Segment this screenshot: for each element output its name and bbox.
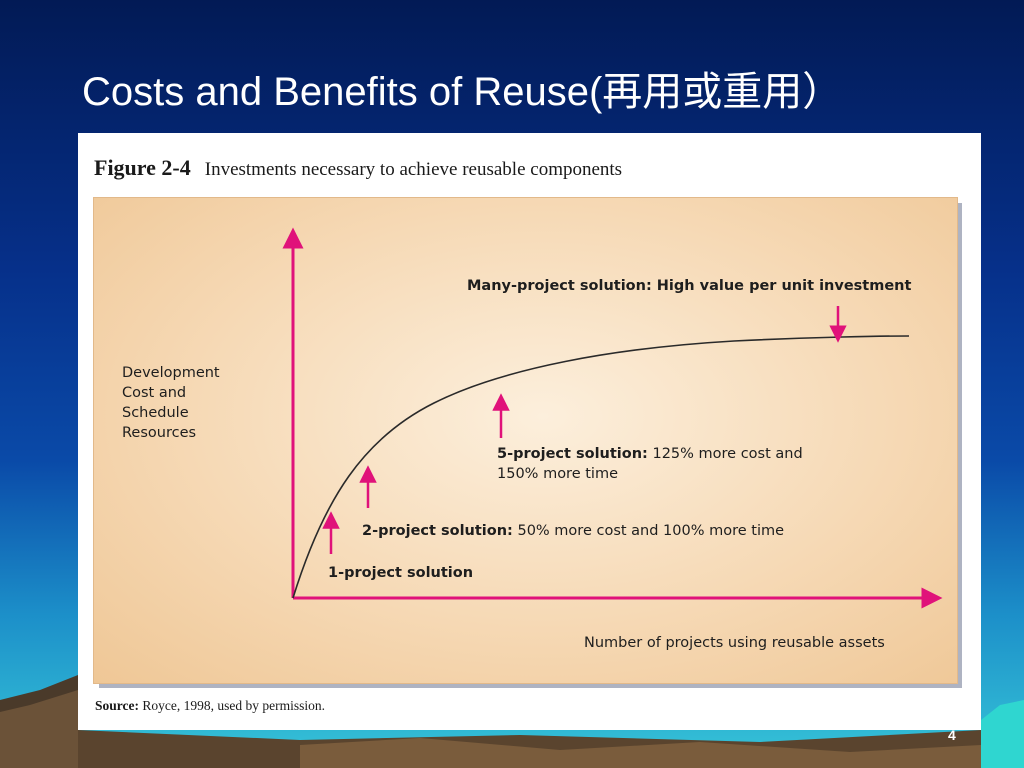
cost-curve [292, 335, 910, 599]
one-project-label: 1-project solution [328, 563, 473, 583]
five-project-label: 5-project solution: 125% more cost and 1… [497, 444, 803, 484]
five-project-detail-2: 150% more time [497, 466, 618, 482]
five-project-detail-1: 125% more cost and [652, 446, 803, 462]
two-project-name: 2-project solution: [362, 523, 513, 539]
many-project-label: Many-project solution: High value per un… [467, 276, 911, 296]
x-axis-label: Number of projects using reusable assets [584, 635, 885, 651]
y-axis-label-line: Resources [122, 425, 197, 441]
two-project-label: 2-project solution: 50% more cost and 10… [362, 521, 784, 541]
source-citation: Source: Royce, 1998, used by permission. [95, 698, 325, 714]
two-project-detail: 50% more cost and 100% more time [517, 523, 785, 539]
figure-description: Investments necessary to achieve reusabl… [204, 159, 623, 180]
y-axis-label: Development Cost and Schedule Resources [122, 363, 252, 443]
many-project-text: Many-project solution: High value per un… [467, 278, 912, 294]
slide-title: Costs and Benefits of Reuse(再用或重用） [82, 70, 843, 114]
source-text: Royce, 1998, used by permission. [142, 698, 325, 713]
y-axis-label-line: Cost and [122, 385, 187, 401]
figure-caption: Figure 2-4 Investments necessary to achi… [94, 155, 622, 181]
y-axis-label-line: Development [122, 365, 220, 381]
one-project-text: 1-project solution [328, 565, 474, 581]
slide-number: 4 [948, 727, 956, 743]
diagram-canvas [282, 227, 943, 609]
figure-card: Figure 2-4 Investments necessary to achi… [78, 133, 981, 730]
figure-number: Figure 2-4 [94, 155, 191, 180]
y-axis-label-line: Schedule [122, 405, 189, 421]
five-project-name: 5-project solution: [497, 446, 648, 462]
source-label: Source: [95, 698, 139, 713]
diagram-panel: Development Cost and Schedule Resources … [93, 197, 958, 684]
